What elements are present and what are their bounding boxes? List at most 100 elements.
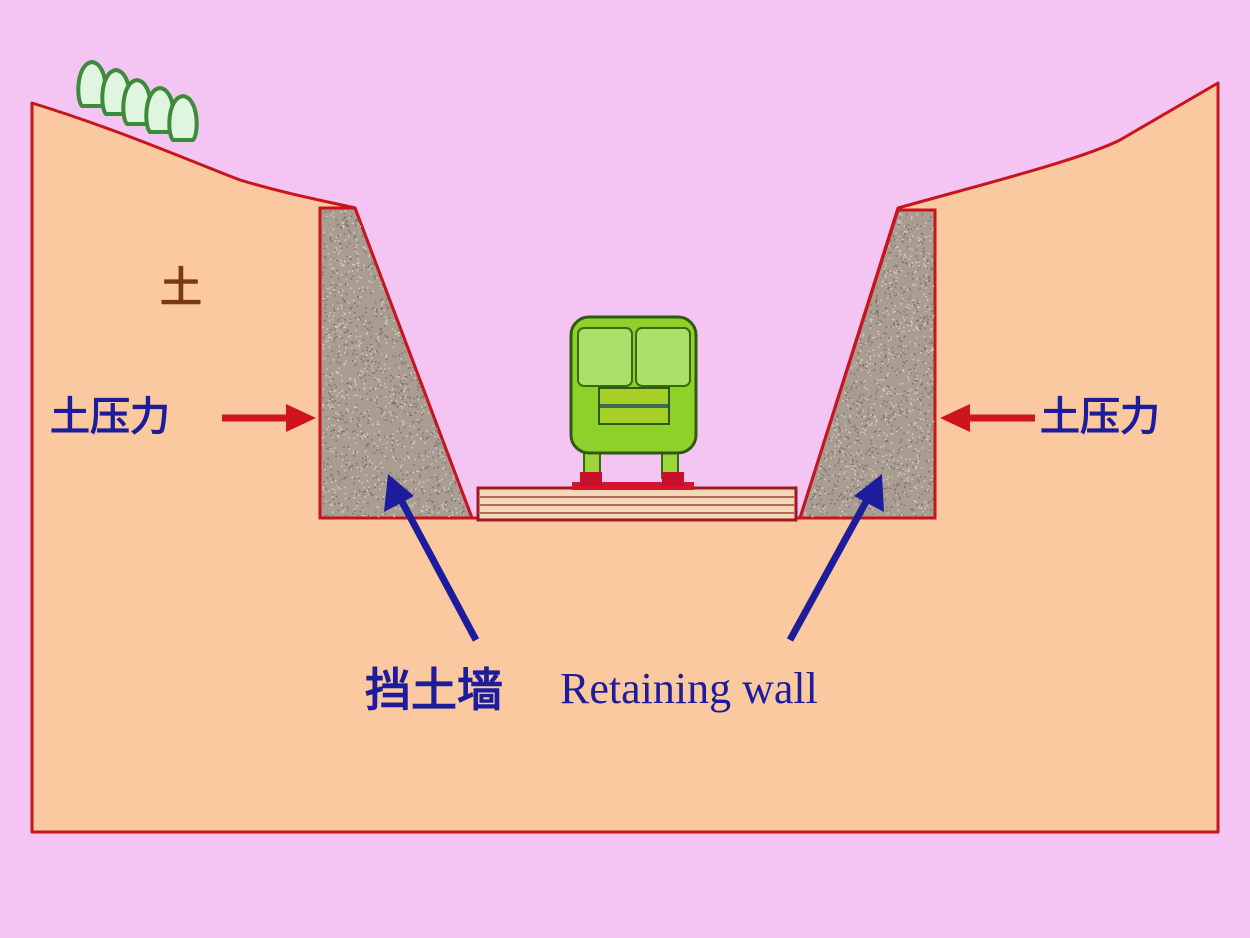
wall-speckle — [400, 361, 403, 364]
retaining-wall-left — [318, 206, 475, 520]
wall-speckle — [332, 429, 334, 432]
wall-speckle — [898, 236, 900, 238]
wall-speckle — [884, 283, 887, 285]
wall-speckle — [435, 433, 437, 435]
wall-speckle — [327, 288, 329, 290]
wall-speckle — [876, 287, 879, 289]
wall-speckle — [897, 335, 899, 338]
wall-speckle — [445, 473, 448, 476]
wall-speckle — [919, 283, 922, 285]
wall-speckle — [395, 333, 397, 335]
wall-speckle — [354, 235, 357, 237]
wall-speckle — [923, 346, 925, 348]
wall-speckle — [335, 326, 338, 329]
wall-speckle — [335, 451, 337, 454]
wall-speckle — [832, 424, 834, 427]
wall-speckle — [898, 224, 900, 226]
wall-speckle — [356, 502, 358, 505]
wall-speckle — [358, 490, 361, 492]
wall-speckle — [325, 442, 327, 444]
wall-speckle — [931, 386, 933, 389]
wall-speckle — [374, 372, 376, 374]
wall-speckle — [352, 494, 355, 496]
wall-speckle — [886, 434, 888, 437]
wall-speckle — [392, 419, 394, 421]
wall-speckle — [408, 405, 411, 408]
wall-speckle — [342, 510, 344, 513]
wall-speckle — [907, 477, 910, 479]
wall-speckle — [351, 465, 353, 467]
wall-speckle — [365, 444, 368, 446]
wall-speckle — [872, 363, 875, 365]
wall-speckle — [350, 410, 353, 412]
wall-speckle — [365, 465, 368, 468]
wall-speckle — [817, 489, 819, 491]
wall-speckle — [822, 505, 824, 507]
wall-speckle — [370, 493, 373, 495]
wall-speckle — [859, 404, 862, 406]
wall-speckle — [908, 489, 911, 491]
wall-speckle — [362, 501, 365, 503]
wall-speckle — [926, 382, 929, 385]
wall-speckle — [437, 466, 440, 468]
wall-speckle — [361, 286, 364, 288]
wall-speckle — [356, 423, 359, 426]
wall-speckle — [896, 272, 898, 275]
wall-speckle — [927, 318, 929, 321]
wall-speckle — [890, 245, 892, 248]
wall-speckle — [914, 407, 916, 409]
wall-speckle — [892, 326, 894, 329]
wall-speckle — [827, 474, 830, 476]
wall-speckle — [365, 307, 367, 309]
wall-speckle — [915, 270, 917, 272]
wall-speckle — [339, 402, 341, 404]
wall-speckle — [841, 414, 843, 416]
wall-speckle — [343, 216, 346, 219]
soil-ground — [30, 81, 1220, 834]
wall-speckle — [899, 220, 901, 222]
wall-speckle — [440, 489, 443, 492]
wall-speckle — [382, 513, 384, 516]
wall-speckle — [869, 505, 872, 508]
wall-speckle — [450, 481, 453, 484]
wall-speckle — [914, 305, 917, 307]
wall-speckle — [360, 433, 362, 436]
wall-speckle — [925, 296, 928, 298]
wall-speckle — [856, 452, 858, 454]
wall-speckle — [332, 315, 335, 317]
wall-speckle — [355, 220, 357, 222]
wall-speckle — [896, 504, 899, 506]
wall-speckle — [838, 495, 840, 498]
wall-speckle — [345, 403, 347, 406]
wall-speckle — [908, 330, 911, 332]
wall-speckle — [909, 247, 911, 250]
wall-speckle — [846, 490, 848, 492]
wall-speckle — [386, 419, 389, 421]
wall-speckle — [331, 372, 334, 375]
wall-speckle — [813, 488, 815, 491]
wall-speckle — [401, 420, 404, 422]
wall-speckle — [903, 254, 906, 257]
wall-speckle — [930, 428, 933, 431]
wall-speckle — [357, 417, 359, 419]
wall-speckle — [927, 438, 929, 441]
wall-speckle — [930, 380, 932, 383]
wall-speckle — [412, 471, 414, 474]
wall-speckle — [421, 454, 424, 457]
wall-speckle — [919, 287, 921, 290]
wall-speckle — [330, 435, 332, 437]
wall-speckle — [904, 230, 906, 233]
wall-speckle — [885, 401, 888, 403]
tree-icon — [144, 85, 176, 134]
wall-speckle — [927, 277, 930, 279]
wall-speckle — [901, 231, 904, 233]
wall-speckle — [335, 412, 337, 414]
wall-speckle — [908, 369, 911, 371]
wall-speckle — [874, 313, 877, 315]
wall-speckle — [903, 390, 906, 392]
wall-speckle — [899, 339, 901, 342]
wall-speckle — [852, 385, 855, 387]
wall-speckle — [821, 477, 823, 480]
wall-speckle — [333, 251, 336, 253]
wall-speckle — [918, 506, 921, 509]
